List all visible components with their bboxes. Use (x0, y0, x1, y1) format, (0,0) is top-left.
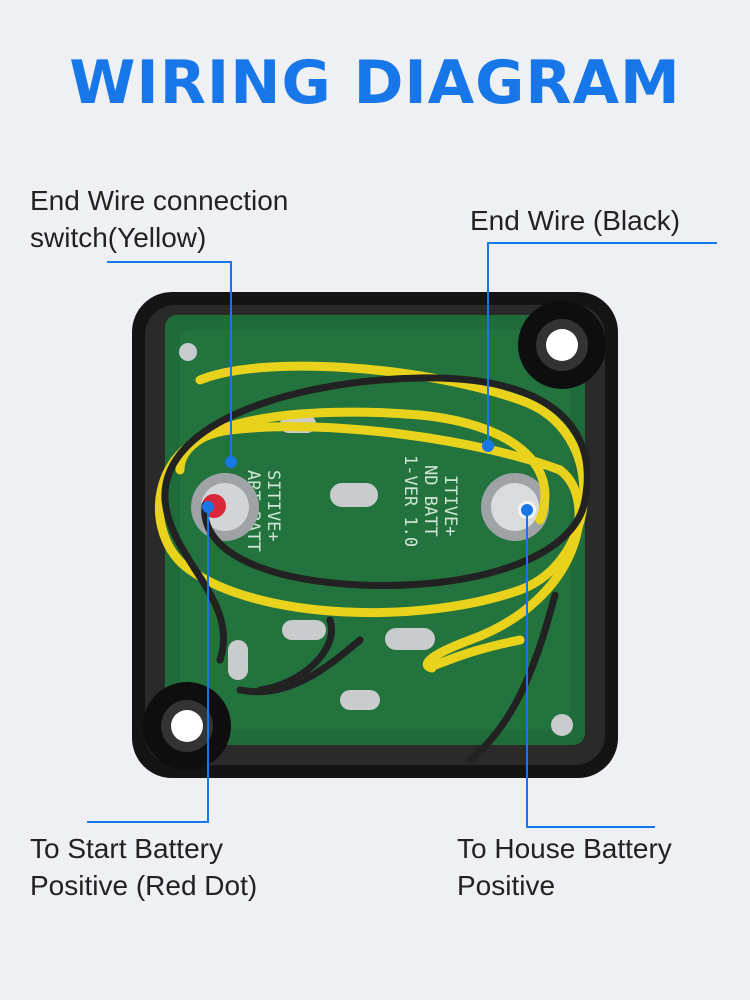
mounting-hole-top-right (518, 301, 606, 389)
board-text-left-1: SITIVE+ (263, 470, 283, 542)
board-text-right-3: ITIVE+ (440, 475, 460, 536)
label-start-battery: To Start Battery Positive (Red Dot) (30, 830, 257, 904)
callout-start-battery (87, 507, 209, 823)
label-yellow-wire-line1: End Wire connection (30, 185, 289, 216)
callout-house-battery (526, 510, 655, 828)
house-battery-terminal (481, 473, 549, 541)
label-house-battery-line1: To House Battery (457, 833, 672, 864)
label-start-battery-line2: Positive (Red Dot) (30, 870, 258, 901)
board-text-right-2: ND BATT (420, 465, 440, 537)
label-start-battery-line1: To Start Battery (30, 833, 223, 864)
callout-yellow-wire (107, 261, 232, 462)
mounting-hole-bottom-left (143, 682, 231, 770)
black-wire (161, 374, 591, 764)
label-black-wire: End Wire (Black) (470, 202, 680, 239)
callout-lines (87, 242, 717, 828)
solder-pads (179, 343, 573, 736)
label-house-battery-line2: Positive (457, 870, 556, 901)
callout-black-wire (487, 242, 717, 446)
yellow-wire (155, 361, 589, 673)
page-title: WIRING DIAGRAM (69, 48, 681, 118)
start-battery-terminal (191, 473, 259, 541)
label-house-battery: To House Battery Positive (457, 830, 672, 904)
board-text-right-1: 1-VER 1.0 (400, 455, 420, 547)
label-yellow-wire-line2: switch(Yellow) (30, 222, 207, 253)
label-yellow-wire: End Wire connection switch(Yellow) (30, 182, 288, 256)
label-black-wire-line1: End Wire (Black) (470, 205, 681, 236)
